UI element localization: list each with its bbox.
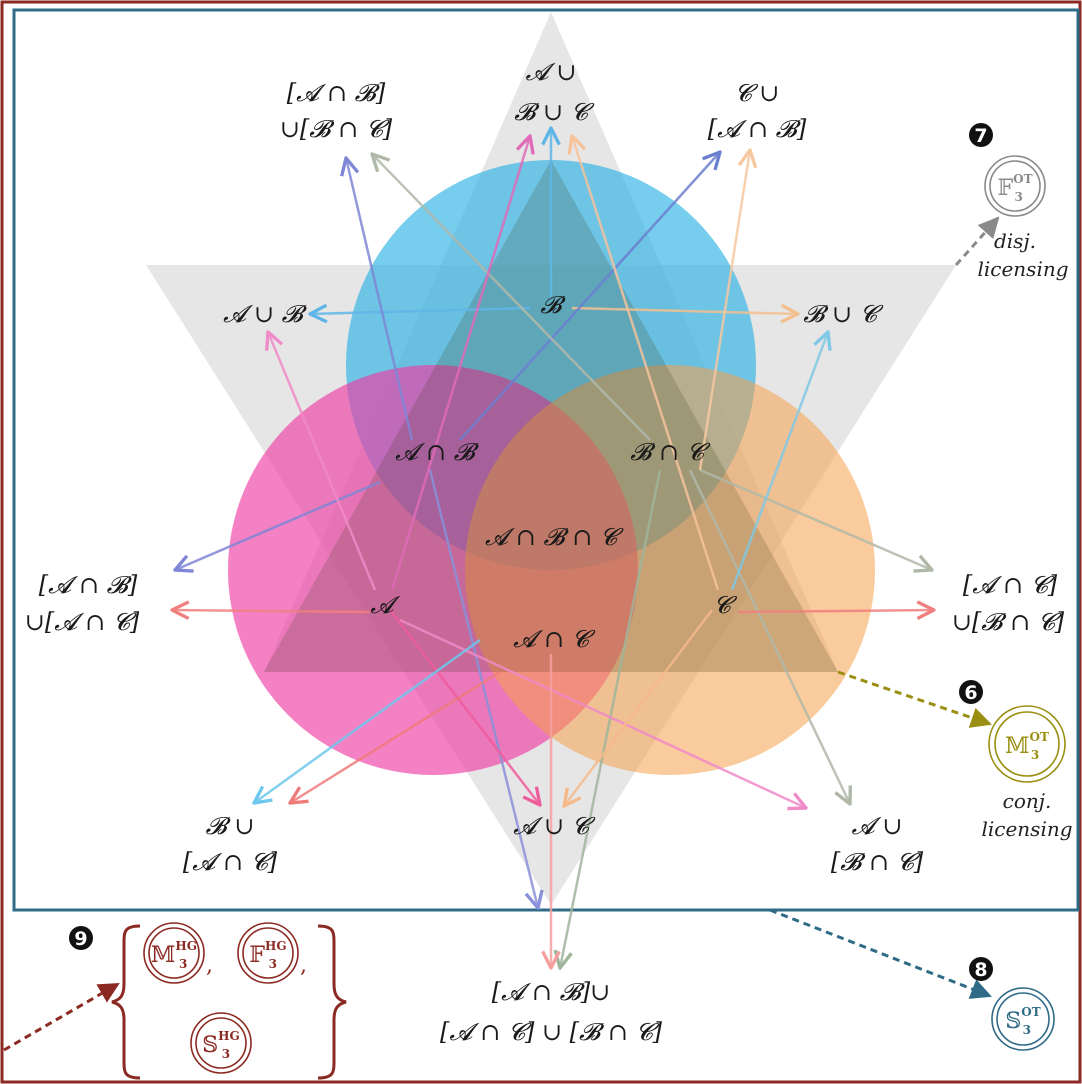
badge-m-hg-ring-outer (143, 922, 205, 984)
badge-number-6-text: 6 (964, 682, 977, 704)
pointer-hg-set (3, 982, 120, 1052)
a-cup-b-label: 𝓐 ∪ 𝓑 (223, 300, 308, 328)
inner-triangle (264, 160, 838, 672)
left-label-line2: ∪[𝓐 ∩ 𝓒] (25, 608, 140, 636)
connector-arrow (399, 618, 806, 808)
circle-c (465, 365, 875, 775)
connector-arrow (737, 610, 934, 612)
badge-number-9-text: 9 (74, 928, 87, 950)
badge-number-9 (69, 926, 93, 950)
right-label-line1: [𝓐 ∩ 𝓒] (963, 571, 1058, 599)
top-label-line2: 𝓑 ∪ 𝓒 (514, 98, 595, 126)
badge-number-7 (969, 123, 993, 147)
bottom-left-label-line1: 𝓑 ∪ (206, 812, 255, 840)
badge-s-hg-ring-inner (195, 1017, 247, 1069)
badge-s-hg-ring-outer (190, 1012, 252, 1074)
badge-f-hg-ring-outer (237, 922, 299, 984)
badge-f-ot-caption1: disj. (994, 229, 1036, 253)
region-b-cap-c-label: 𝓑 ∩ 𝓒 (630, 438, 711, 466)
connector-arrows (172, 128, 934, 968)
bottom-right-label-line1: 𝓐 ∪ (852, 812, 903, 840)
hg-comma-2: , (300, 953, 307, 978)
connector-arrow (390, 136, 530, 591)
connector-arrow (730, 332, 828, 591)
connector-arrow (571, 308, 798, 314)
top-label-line1: 𝓐 ∪ (526, 58, 577, 86)
connector-arrow (560, 469, 662, 968)
badge-f-ot-ring-inner (989, 160, 1041, 212)
top-right-label-line2: [𝓐 ∩ 𝓑] (708, 115, 807, 143)
connector-arrow (346, 158, 414, 441)
left-label-line1: [𝓐 ∩ 𝓑] (39, 571, 138, 599)
right-brace (317, 924, 347, 1080)
pointer-s-ot (769, 908, 992, 999)
top-left-label-line1: [𝓐 ∩ 𝓑] (287, 79, 386, 107)
pointer-f-ot (954, 216, 1000, 266)
a-cup-c-label: 𝓐 ∪ 𝓒 (513, 812, 596, 840)
region-a-cap-b-label: 𝓐 ∩ 𝓑 (395, 438, 480, 466)
connector-arrow (459, 152, 720, 441)
connector-arrow (572, 136, 720, 591)
hg-comma-1: , (206, 953, 213, 978)
badge-m-ot-ring-inner (994, 711, 1060, 777)
bottom-left-label-line2: [𝓐 ∩ 𝓒] (183, 848, 278, 876)
badge-f-ot-ring-outer (984, 155, 1046, 217)
badge-s-ot-ring-outer (991, 987, 1055, 1051)
connector-arrow (268, 332, 377, 591)
left-brace (111, 924, 141, 1080)
region-a-cap-b-cap-c-label: 𝓐 ∩ 𝓑 ∩ 𝓒 (485, 523, 624, 551)
badge-s-ot-ring-inner (996, 992, 1050, 1046)
badge-f-ot-caption2: licensing (977, 257, 1068, 281)
badge-m-hg-ring-inner (148, 927, 200, 979)
connector-arrow (372, 154, 651, 441)
badge-m-ot-caption2: licensing (981, 817, 1072, 841)
badge-f-hg-ring-inner (242, 927, 294, 979)
badge-number-8 (969, 957, 993, 981)
pointer-m-ot (837, 670, 992, 728)
connector-arrow (175, 480, 381, 570)
connector-arrow (172, 610, 371, 612)
badge-m-ot-caption1: conj. (1003, 789, 1052, 813)
badge-m-ot-ring-outer (988, 705, 1066, 783)
right-label-line2: ∪[𝓑 ∩ 𝓒] (952, 608, 1065, 636)
badge-number-8-text: 8 (974, 959, 987, 981)
bottom-label-line1: [𝓐 ∩ 𝓑]∪ (492, 978, 611, 1006)
connector-arrow (254, 638, 481, 803)
connector-arrow (428, 469, 538, 908)
badge-number-7-text: 7 (974, 125, 987, 147)
bottom-right-label-line2: [𝓑 ∩ 𝓒] (831, 848, 924, 876)
region-a-cap-c-label: 𝓐 ∩ 𝓒 (513, 625, 596, 653)
b-cup-c-label: 𝓑 ∪ 𝓒 (803, 300, 884, 328)
top-left-label-line2: ∪[𝓑 ∩ 𝓒] (280, 115, 393, 143)
top-right-label-line1: 𝓒 ∪ (735, 79, 780, 107)
connector-arrow (699, 468, 932, 570)
connector-arrow (310, 308, 531, 314)
connector-arrow (698, 150, 750, 471)
connector-arrow (290, 670, 501, 803)
connector-arrow (564, 609, 713, 806)
bottom-label-line2: [𝓐 ∩ 𝓒] ∪ [𝓑 ∩ 𝓒] (440, 1018, 663, 1046)
badge-number-6 (959, 680, 983, 704)
connector-arrow (688, 469, 850, 804)
inner-frame (12, 8, 1080, 912)
connector-arrow (389, 609, 540, 805)
